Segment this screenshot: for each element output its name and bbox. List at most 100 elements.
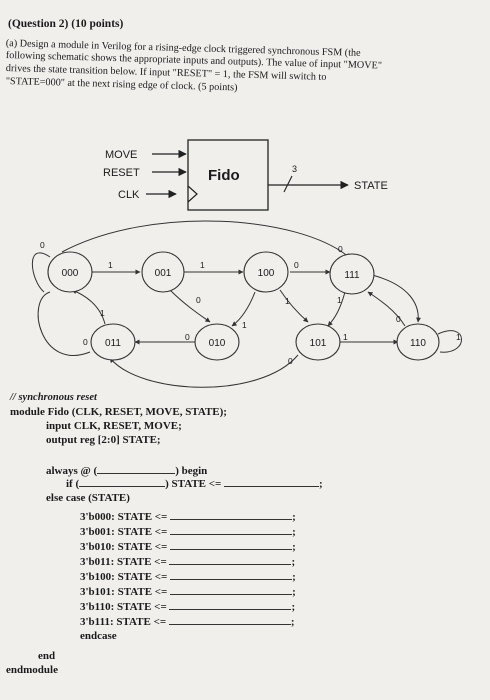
case-blank-010[interactable] [170,539,293,550]
edge-011-000 [71,289,106,325]
edge-label-arc-top: 0 [338,244,343,254]
case-semicolon-100: ; [292,571,296,583]
edge-label-101-110: 1 [343,332,348,342]
edge-111-101 [327,291,346,327]
case-item-010: 3'b010: STATE <= ; [80,539,296,553]
state-100-node [243,251,289,293]
code-if-line: if ( ) STATE <= ; [66,476,323,490]
clock-edge-symbol [187,185,198,203]
state-111-node [329,253,375,295]
state-011-node [90,323,136,361]
case-blank-000[interactable] [170,509,293,520]
case-label-010: 3'b010: STATE <= [80,541,168,553]
code-end: end [38,650,56,662]
case-semicolon-001: ; [292,526,296,538]
bus-slash [283,175,293,193]
case-item-111: 3'b111: STATE <= ; [80,614,295,628]
if-keyword: if ( [66,478,80,490]
case-blank-111[interactable] [168,614,291,625]
input-move-label: MOVE [105,149,137,161]
edge-label-011-000: 1 [100,308,105,318]
code-comment: // synchronous reset [10,392,97,403]
edge-001-010 [169,289,211,323]
state-010-node [194,323,240,361]
case-semicolon-010: ; [292,541,296,553]
edge-label-100-101: 1 [285,296,290,306]
case-label-111: 3'b111: STATE <= [80,616,167,628]
case-label-101: 3'b101: STATE <= [80,586,168,598]
fido-label: Fido [208,167,240,184]
case-semicolon-111: ; [290,616,295,628]
input-reset-label: RESET [103,167,140,179]
case-label-001: 3'b001: STATE <= [80,526,168,538]
case-item-000: 3'b000: STATE <= ; [80,509,296,523]
state-101-label: 101 [310,338,327,349]
edge-110-self [437,330,462,353]
state-111-label: 111 [344,270,360,281]
edge-label-101-loop: 0 [288,356,293,366]
if-condition-blank[interactable] [79,476,166,487]
state-110-node [396,323,440,361]
code-endcase: endcase [80,630,117,642]
reset-semicolon: ; [319,478,323,490]
edge-111-110-arc [371,274,422,323]
reset-value-blank[interactable] [224,476,320,487]
edge-label-110-self: 1 [456,332,461,342]
case-semicolon-110: ; [291,601,296,613]
case-item-011: 3'b011: STATE <= ; [80,554,295,568]
state-001-label: 001 [155,268,172,279]
always-keyword: always @ ( [46,465,98,477]
case-label-000: 3'b000: STATE <= [80,511,168,523]
state-000-label: 000 [62,268,79,279]
case-item-101: 3'b101: STATE <= ; [80,584,296,598]
reset-assign: ) STATE <= [165,478,222,490]
edge-label-000-self: 0 [40,240,45,250]
case-blank-110[interactable] [169,599,292,610]
edge-100-101 [279,289,309,323]
code-output-line: output reg [2:0] STATE; [46,434,161,446]
edge-bottom-arc [109,354,299,388]
edge-000-self [31,252,51,293]
edge-label-111-101: 1 [337,295,342,305]
input-clk-label: CLK [118,189,140,201]
edge-011-self [37,291,91,356]
edge-label-001-010: 0 [196,295,201,305]
edge-label-011-self: 0 [83,337,88,347]
edge-100-010 [231,291,256,327]
state-001-node [141,251,185,293]
case-blank-101[interactable] [170,584,293,595]
edge-label-110-111: 0 [396,314,401,324]
code-module-line: module Fido (CLK, RESET, MOVE, STATE); [10,406,227,418]
edge-label-001-100: 1 [200,260,205,270]
code-input-line: input CLK, RESET, MOVE; [46,420,182,432]
edge-label-100-010: 1 [242,320,247,330]
edge-label-100-111: 0 [294,260,299,270]
code-always-line: always @ ( ) begin [46,463,207,477]
case-blank-100[interactable] [170,569,293,580]
edge-label-000-001: 1 [108,260,113,270]
case-semicolon-000: ; [292,511,296,523]
code-else-case: else case (STATE) [46,492,130,504]
case-item-110: 3'b110: STATE <= ; [80,599,295,613]
state-010-label: 010 [209,338,226,349]
begin-keyword: ) begin [175,465,208,477]
state-011-label: 011 [105,338,121,349]
case-item-001: 3'b001: STATE <= ; [80,524,296,538]
state-101-node [295,323,341,361]
always-blank[interactable] [97,463,176,474]
case-label-011: 3'b011: STATE <= [80,556,167,568]
fido-block [187,139,269,211]
case-label-110: 3'b110: STATE <= [80,601,167,613]
case-item-100: 3'b100: STATE <= ; [80,569,296,583]
case-label-100: 3'b100: STATE <= [80,571,168,583]
state-100-label: 100 [258,268,275,279]
case-blank-001[interactable] [170,524,293,535]
case-semicolon-011: ; [291,556,296,568]
bus-width-label: 3 [292,164,297,174]
case-blank-011[interactable] [169,554,292,565]
code-endmodule: endmodule [6,664,58,676]
state-110-label: 110 [410,338,426,349]
edge-arc-top [61,220,351,259]
